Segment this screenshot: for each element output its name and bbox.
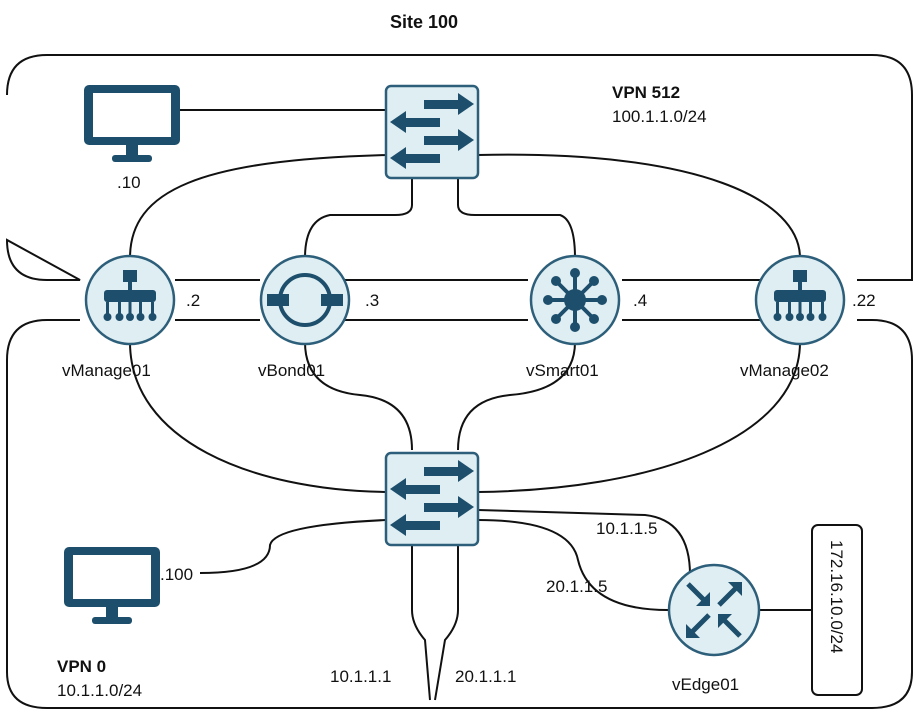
- vpn0-name: VPN 0: [57, 657, 106, 676]
- vmanage-icon: [84, 254, 176, 346]
- link-switch-top-vmanage01: [129, 154, 387, 259]
- vpn0-frame: [6, 319, 913, 709]
- diagram-title: Site 100: [390, 12, 458, 32]
- switch-icon: [384, 451, 480, 547]
- link-vmanage01-switch-bottom: [129, 341, 387, 493]
- vbond-icon: [259, 254, 351, 346]
- vbond01-ip: .3: [365, 291, 379, 310]
- link-switch-top-vbond01: [304, 178, 413, 259]
- vmanage02-ip: .22: [852, 291, 876, 310]
- router-icon: [667, 563, 761, 657]
- switch-icon: [384, 84, 480, 180]
- monitor-icon: [64, 547, 160, 624]
- link-vbond01-switch-bottom: [304, 341, 413, 451]
- vmanage02-label: vManage02: [740, 361, 829, 380]
- vpn512-frame: [5, 54, 913, 281]
- vsmart01-ip: .4: [633, 291, 647, 310]
- vsmart-icon: [529, 254, 621, 346]
- uplink-right: [434, 545, 459, 701]
- vsmart01-label: vSmart01: [526, 361, 599, 380]
- vmanage01-ip: .2: [186, 291, 200, 310]
- monitor-icon: [84, 85, 180, 162]
- vpn512-name: VPN 512: [612, 83, 680, 102]
- vedge01-ip-a: 10.1.1.5: [596, 519, 657, 538]
- vmanage01-label: vManage01: [62, 361, 151, 380]
- link-switch-top-vmanage02: [477, 153, 801, 259]
- vpn512-subnet: 100.1.1.0/24: [612, 107, 707, 126]
- uplink-left: [411, 545, 431, 701]
- vedge01-ip-b: 20.1.1.5: [546, 577, 607, 596]
- link-switch-vedge-b: [477, 519, 669, 611]
- uplink-right-ip: 20.1.1.1: [455, 667, 516, 686]
- link-vmanage02-switch-bottom: [477, 341, 801, 493]
- vedge01-label: vEdge01: [672, 675, 739, 694]
- link-switch-top-vsmart01: [457, 178, 576, 259]
- lan-subnet-label: 172.16.10.0/24: [827, 540, 846, 653]
- bottom-pc-ip: .100: [160, 565, 193, 584]
- top-pc-ip: .10: [117, 173, 141, 192]
- link-pc-bottom-switch: [199, 519, 387, 574]
- link-switch-vedge-a: [477, 509, 691, 576]
- link-vsmart01-switch-bottom: [457, 341, 576, 451]
- vbond01-label: vBond01: [258, 361, 325, 380]
- uplink-left-ip: 10.1.1.1: [330, 667, 391, 686]
- vpn0-subnet: 10.1.1.0/24: [57, 681, 142, 700]
- vmanage-icon: [754, 254, 846, 346]
- lan-box: 172.16.10.0/24: [811, 524, 863, 696]
